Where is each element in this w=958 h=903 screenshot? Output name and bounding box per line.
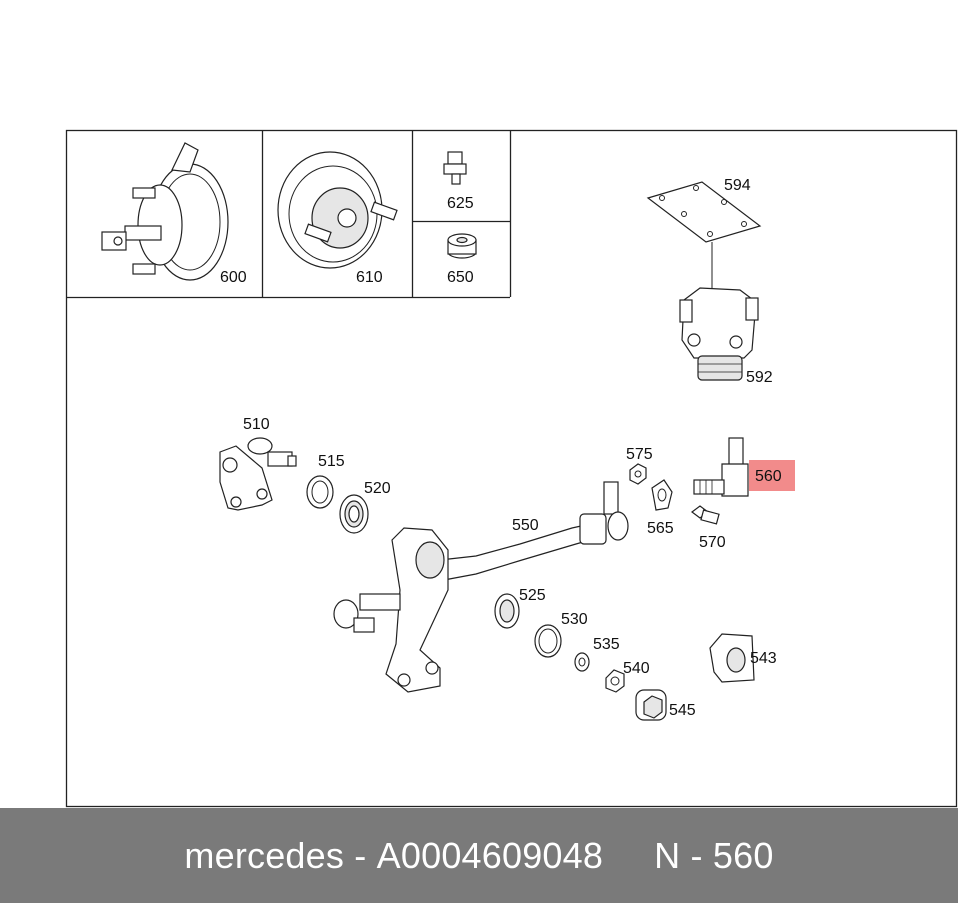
seal-515 — [306, 475, 334, 509]
valve-assembly-592 — [679, 287, 759, 381]
callout-540: 540 — [623, 660, 650, 677]
callout-510: 510 — [243, 416, 270, 433]
callout-570: 570 — [699, 534, 726, 551]
reference-number: 560 — [712, 834, 774, 876]
caption-gap — [603, 835, 654, 877]
parts-diagram: 600 610 625 650 594 592 510 515 520 575 … — [65, 129, 958, 808]
callout-525: 525 — [519, 587, 546, 604]
gasket-plate-594 — [646, 181, 762, 292]
cap-nut-545 — [635, 689, 667, 721]
pitman-arm — [333, 527, 449, 693]
bearing-520 — [339, 494, 369, 534]
diagram-frame — [65, 129, 958, 808]
nut-575 — [629, 463, 647, 485]
drag-link-550 — [439, 481, 629, 581]
brake-chamber-600 — [101, 142, 229, 281]
bearing-525 — [494, 593, 520, 629]
clamp-565 — [651, 479, 673, 511]
inset-panels — [66, 130, 512, 299]
callout-592: 592 — [746, 369, 773, 386]
seal-ring-530 — [534, 624, 562, 658]
callout-highlight-560 — [749, 460, 795, 491]
valve-fitting-625 — [443, 151, 467, 185]
reference-prefix: N - — [654, 834, 713, 876]
callout-550: 550 — [512, 517, 539, 534]
callout-594: 594 — [724, 177, 751, 194]
brake-chamber-610 — [277, 151, 398, 269]
callout-520: 520 — [364, 480, 391, 497]
bolt-570 — [691, 505, 720, 525]
callout-515: 515 — [318, 453, 345, 470]
callout-530: 530 — [561, 611, 588, 628]
callout-565: 565 — [647, 520, 674, 537]
caption-separator: - — [344, 834, 377, 876]
part-number: A0004609048 — [376, 834, 604, 876]
callout-610: 610 — [356, 269, 383, 286]
nut-540 — [605, 669, 625, 693]
steering-knuckle-510 — [219, 437, 297, 511]
callout-650: 650 — [447, 269, 474, 286]
callout-625: 625 — [447, 195, 474, 212]
bushing-650 — [447, 233, 477, 259]
callout-560: 560 — [755, 468, 782, 485]
part-caption-bar: mercedes - A0004609048 N - 560 — [0, 808, 958, 903]
callout-545: 545 — [669, 702, 696, 719]
callout-575: 575 — [626, 446, 653, 463]
callout-600: 600 — [220, 269, 247, 286]
ball-joint-560 — [693, 437, 749, 497]
washer-535 — [574, 652, 590, 672]
callout-543: 543 — [750, 650, 777, 667]
brand-name: mercedes — [184, 834, 345, 876]
bracket-543 — [709, 633, 755, 683]
callout-535: 535 — [593, 636, 620, 653]
